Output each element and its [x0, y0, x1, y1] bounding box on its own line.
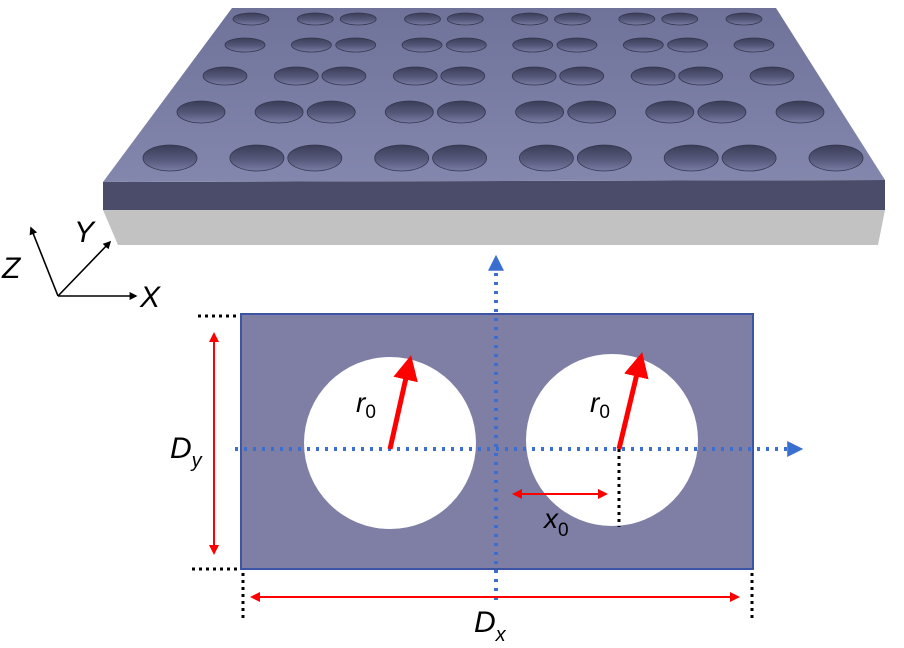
slab-hole — [554, 12, 591, 26]
slab-hole — [224, 37, 266, 53]
right-radius-label: r0 — [590, 387, 610, 423]
slab-hole — [733, 37, 775, 53]
slab-hole — [436, 100, 486, 124]
slab-hole — [559, 66, 605, 86]
slab-hole — [374, 144, 430, 172]
slab-hole — [142, 144, 198, 172]
slab-front-face — [103, 180, 885, 210]
substrate-layer — [103, 210, 885, 245]
slab-hole — [512, 37, 554, 53]
slab-hole — [254, 100, 304, 124]
z-axis-arrow — [29, 226, 59, 297]
slab-hole — [176, 100, 226, 124]
slab-hole — [618, 12, 656, 26]
slab-hole — [306, 100, 356, 124]
slab-hole — [515, 100, 564, 124]
slab-hole — [432, 144, 488, 172]
slab-hole — [775, 100, 825, 124]
dx-label: Dx — [474, 606, 507, 646]
left-radius-arrow — [387, 355, 418, 450]
slab-hole — [287, 144, 343, 172]
slab-hole — [440, 66, 486, 86]
extension-lines — [192, 314, 754, 620]
slab-hole — [721, 144, 777, 172]
slab-hole — [511, 12, 549, 26]
slab-hole — [339, 12, 377, 26]
slab-hole — [749, 66, 795, 86]
unit-cell: r0 r0 x0 Dy Dx — [170, 254, 804, 646]
slab-hole — [725, 12, 763, 26]
hole-array — [142, 12, 864, 172]
slab-3d — [103, 8, 885, 245]
slab-hole — [511, 66, 557, 86]
slab-hole — [667, 37, 708, 53]
slab-hole — [808, 144, 864, 172]
slab-hole — [232, 12, 270, 26]
slab-hole — [576, 144, 632, 172]
slab-hole — [229, 144, 285, 172]
x0-label: x0 — [542, 503, 569, 541]
slab-hole — [384, 100, 434, 124]
dy-label: Dy — [170, 432, 203, 472]
z-axis-label: Z — [1, 252, 22, 285]
slab-hole — [401, 37, 443, 53]
y-axis-label: Y — [74, 216, 96, 249]
slab-hole — [335, 37, 377, 53]
slab-hole — [663, 144, 719, 172]
x-axis-label: X — [139, 281, 161, 314]
slab-hole — [202, 66, 248, 86]
slab-hole — [678, 66, 724, 86]
slab-hole — [404, 12, 441, 26]
slab-hole — [630, 66, 676, 86]
slab-hole — [697, 100, 747, 124]
slab-hole — [519, 144, 574, 172]
slab-hole — [273, 66, 319, 86]
right-radius-arrow — [616, 352, 649, 450]
slab-hole — [392, 66, 438, 86]
slab-hole — [296, 12, 334, 26]
right-hole — [526, 354, 698, 526]
slab-hole — [446, 12, 484, 26]
left-radius-label: r0 — [356, 387, 376, 423]
slab-hole — [622, 37, 664, 53]
coordinate-axes: X Y Z — [1, 216, 161, 314]
slab-hole — [321, 66, 367, 86]
slab-hole — [290, 37, 332, 53]
slab-hole — [661, 12, 699, 26]
y-axis-arrow — [57, 240, 112, 297]
slab-hole — [645, 100, 695, 124]
slab-hole — [445, 37, 487, 53]
slab-hole — [556, 37, 598, 53]
slab-hole — [567, 100, 617, 124]
